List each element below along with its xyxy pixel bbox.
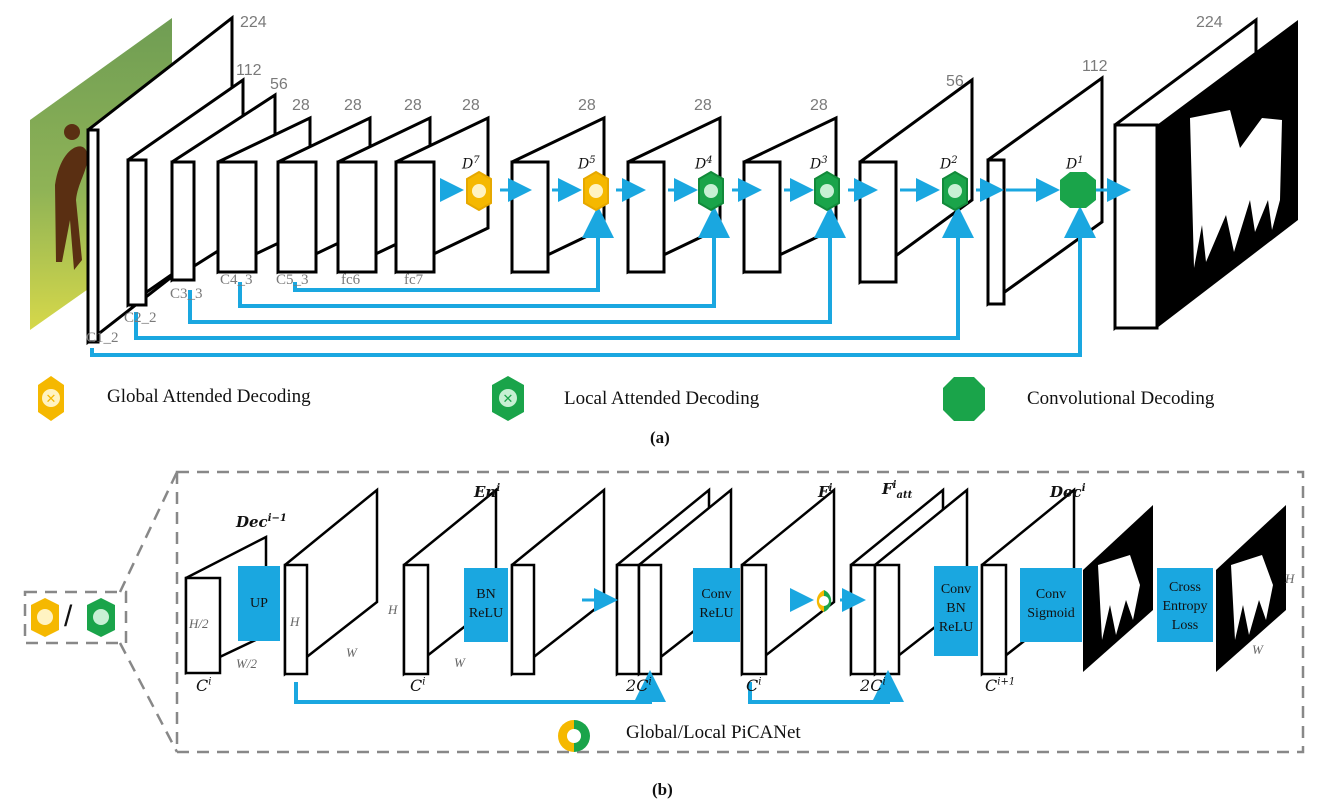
dim-h-3: H (1285, 571, 1295, 586)
encoder-dim-224: 224 (240, 14, 267, 31)
bn-relu-block (464, 568, 508, 642)
dim-h-1: H (290, 614, 300, 629)
selector-local-icon (87, 598, 115, 637)
encoder-dim-28b: 28 (344, 97, 362, 114)
legend-global-label: Global Attended Decoding (107, 386, 311, 407)
up-output-slab (283, 487, 379, 677)
selector-slash: / (64, 600, 73, 633)
f-label: Fi (818, 483, 833, 501)
picanet-legend-icon (558, 720, 590, 752)
picanet-op (816, 590, 832, 612)
channel-label-3: 2Ci (626, 676, 652, 695)
dim-w-half: W/2 (236, 656, 257, 671)
decoder-dim-56: 56 (946, 73, 964, 90)
zoom-lines (118, 471, 179, 753)
channel-label-2: Ci (410, 676, 426, 695)
bn-output-slab (510, 487, 606, 677)
decoder-dim-224: 224 (1196, 14, 1223, 31)
svg-text:✕: ✕ (503, 392, 514, 407)
decoding-module-d4 (698, 170, 724, 212)
channel-label-4: Ci (746, 676, 762, 695)
loss-block (1157, 568, 1213, 642)
skip-connections (90, 206, 1096, 357)
decoding-module-d3 (814, 170, 840, 212)
encoder-dim-28c: 28 (404, 97, 422, 114)
ground-truth-map (1216, 505, 1286, 672)
decoder-dim-28c: 28 (810, 97, 828, 114)
layer-label-c2-2: C2_2 (124, 310, 157, 326)
f-att-label: Fiatt (882, 480, 913, 501)
dec-prev-label: Deci−1 (236, 513, 287, 531)
en-label: Eni (474, 483, 501, 501)
dec-label: Deci (1050, 483, 1086, 501)
dim-w-1: W (346, 645, 357, 660)
layer-label-c4-3: C4_3 (220, 272, 253, 288)
svg-text:✕: ✕ (46, 392, 57, 407)
decoder-dim-28a: 28 (578, 97, 596, 114)
up-block-label: UP (250, 596, 268, 611)
dim-w-3: W (1252, 642, 1263, 657)
caption-a: (a) (650, 428, 670, 447)
decoding-module-d2 (942, 170, 968, 212)
concat-slab-b (637, 487, 733, 677)
picanet-label: Global/Local PiCANet (626, 722, 801, 743)
channel-label-1: Ci (196, 676, 212, 695)
layer-label-fc6: fc6 (341, 272, 361, 288)
decoding-module-d5 (583, 170, 609, 212)
up-block (238, 566, 280, 641)
f-slab (740, 487, 836, 677)
layer-label-c1-2: C1_2 (86, 330, 119, 346)
conv-bn-relu-block (934, 566, 978, 656)
detail-frame (175, 470, 1305, 754)
layer-label-c5-3: C5_3 (276, 272, 309, 288)
selector-global-icon (31, 598, 59, 637)
encoder-dim-28d: 28 (462, 97, 480, 114)
decoding-module-d1 (1060, 172, 1096, 208)
caption-b: (b) (652, 780, 673, 799)
dim-w-2: W (454, 655, 465, 670)
decoding-label-d3: D3 (810, 155, 828, 173)
en-slab (402, 487, 498, 677)
predicted-map (1083, 505, 1153, 672)
local-attended-decoding-icon: ✕ (492, 376, 524, 421)
decoding-label-d4: D4 (695, 155, 713, 173)
detail-skip-connections (294, 670, 904, 704)
global-attended-decoding-icon: ✕ (38, 376, 64, 421)
decoding-module-d7 (466, 170, 492, 212)
layer-label-fc7: fc7 (404, 272, 424, 288)
encoder-dim-56: 56 (270, 76, 288, 93)
decoder-dim-112: 112 (1082, 58, 1108, 75)
decoder-dim-28b: 28 (694, 97, 712, 114)
conv-relu-block (693, 568, 740, 642)
dim-h-2: H (388, 602, 398, 617)
decoding-label-d2: D2 (940, 155, 958, 173)
channel-label-6: Ci+1 (985, 676, 1016, 695)
layer-label-c3-3: C3_3 (170, 286, 203, 302)
module-selector-frame (23, 590, 128, 645)
legend-conv-label: Convolutional Decoding (1027, 388, 1215, 409)
dim-h-half: H/2 (189, 616, 209, 631)
channel-label-5: 2Ci (860, 676, 886, 695)
encoder-dim-112: 112 (236, 62, 262, 79)
conv-sigmoid-block (1020, 568, 1082, 642)
output-saliency-map (1157, 20, 1298, 328)
decoding-label-d7: D7 (462, 155, 480, 173)
convolutional-decoding-icon (943, 377, 985, 421)
decoding-label-d1: D1 (1066, 155, 1084, 173)
decoding-label-d5: D5 (578, 155, 596, 173)
encoder-dim-28a: 28 (292, 97, 310, 114)
legend-local-label: Local Attended Decoding (564, 388, 760, 409)
